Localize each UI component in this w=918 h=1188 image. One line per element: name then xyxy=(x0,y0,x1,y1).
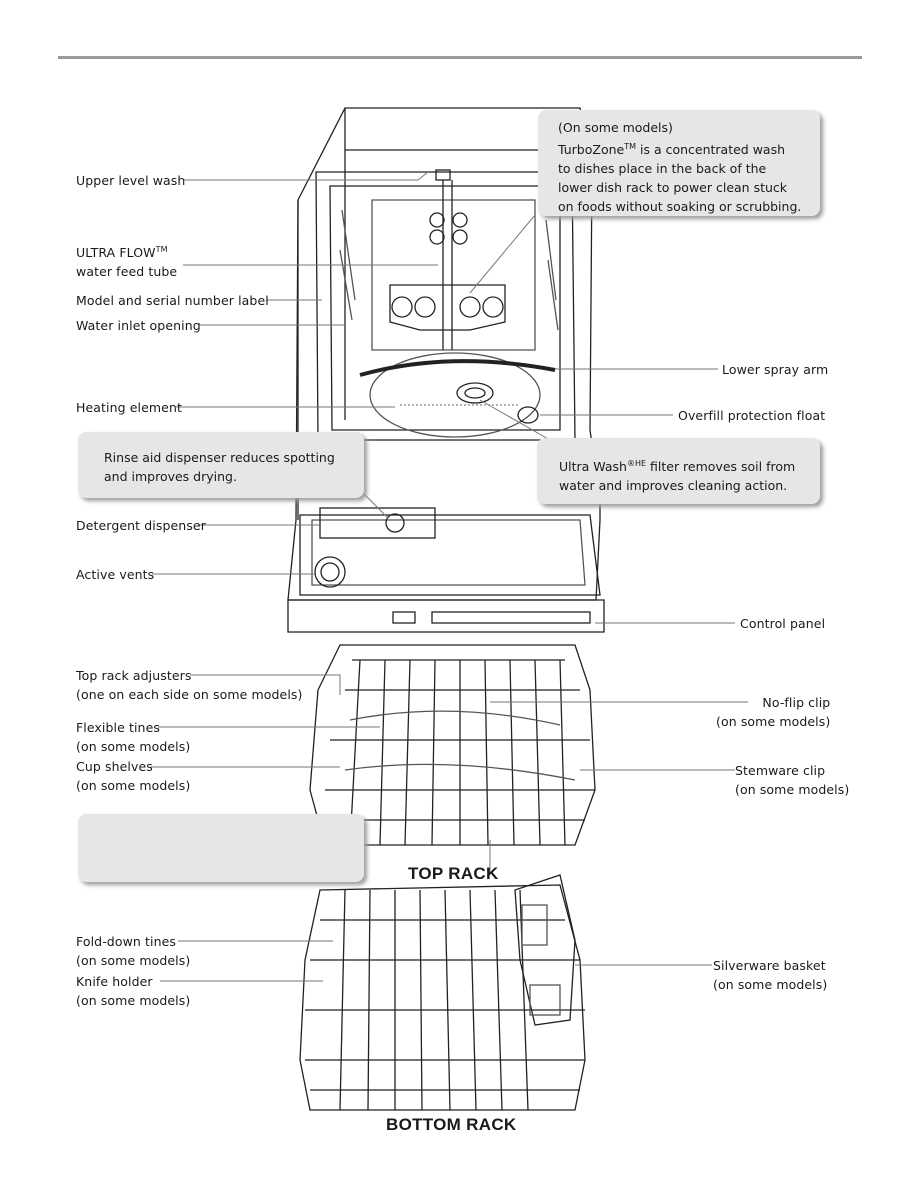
header-rule xyxy=(58,56,862,59)
ultra-wash-mark: ®HE xyxy=(626,459,647,468)
leader-lines xyxy=(150,171,748,982)
ultra-flow-tm: TM xyxy=(155,245,168,254)
stemware-clip-name: Stemware clip xyxy=(735,763,826,778)
top-rack-title: TOP RACK xyxy=(408,864,499,883)
top-rack-adjusters-label: Top rack adjusters (one on each side on … xyxy=(76,666,303,704)
flexible-tines-note: (on some models) xyxy=(76,739,191,754)
no-flip-clip-name: No-flip clip xyxy=(762,695,831,710)
model-serial-label: Model and serial number label xyxy=(76,293,269,308)
water-inlet-label: Water inlet opening xyxy=(76,318,201,333)
knife-holder-note: (on some models) xyxy=(76,993,191,1008)
ultra-wash-line2: water and improves cleaning action. xyxy=(559,478,788,494)
control-panel-label: Control panel xyxy=(740,616,826,631)
ultra-flow-label: ULTRA FLOWTM water feed tube xyxy=(76,240,177,281)
rinse-aid-callout: Rinse aid dispenser reduces spotting and… xyxy=(78,432,364,498)
ultra-flow-desc: water feed tube xyxy=(76,264,178,280)
ultra-wash-name: Ultra Wash xyxy=(559,459,627,475)
turbozone-tm: TM xyxy=(624,142,637,151)
turbozone-name: TurboZone xyxy=(558,142,625,158)
top-rack-adjusters-note: (one on each side on some models) xyxy=(76,687,303,702)
turbozone-callout: (On some models) TurboZoneTM is a concen… xyxy=(538,110,820,216)
rinse-aid-line2: and improves drying. xyxy=(104,469,237,484)
turbozone-line5: on foods without soaking or scrubbing. xyxy=(558,199,802,215)
detergent-dispenser-label: Detergent dispenser xyxy=(76,518,206,533)
turbozone-line4: lower dish rack to power clean stuck xyxy=(558,180,788,196)
turbozone-line1: (On some models) xyxy=(558,120,673,135)
fold-down-tines-note: (on some models) xyxy=(76,953,191,968)
no-flip-clip-note: (on some models) xyxy=(716,714,831,729)
no-flip-clip-label: No-flip clip (on some models) xyxy=(716,693,831,731)
stemware-clip-label: Stemware clip (on some models) xyxy=(735,761,849,799)
top-rack-art xyxy=(309,644,596,846)
ultra-flow-name: ULTRA FLOW xyxy=(76,245,156,261)
feed-tube xyxy=(389,169,506,350)
stemware-clip-note: (on some models) xyxy=(735,782,850,797)
cup-shelves-note: (on some models) xyxy=(76,778,191,793)
top-rack-adjusters-name: Top rack adjusters xyxy=(76,668,192,683)
overfill-float-label: Overfill protection float xyxy=(678,408,826,423)
ultra-wash-line1-rest: filter removes soil from xyxy=(646,459,796,475)
ultra-wash-line1: Ultra Wash®HE filter removes soil from xyxy=(559,454,820,476)
flexible-tines-label: Flexible tines (on some models) xyxy=(76,718,190,756)
rinse-aid-line1: Rinse aid dispenser reduces spotting xyxy=(104,450,335,465)
silverware-basket-name: Silverware basket xyxy=(713,958,826,973)
active-vents-label: Active vents xyxy=(76,567,155,582)
empty-callout xyxy=(78,814,364,882)
turbozone-line3: to dishes place in the back of the xyxy=(558,161,767,177)
lower-spray-arm-label: Lower spray arm xyxy=(722,362,829,377)
cup-shelves-label: Cup shelves (on some models) xyxy=(76,757,190,795)
flexible-tines-name: Flexible tines xyxy=(76,720,160,735)
silverware-basket-label: Silverware basket (on some models) xyxy=(713,956,827,994)
knife-holder-label: Knife holder (on some models) xyxy=(76,972,190,1010)
bottom-rack-art xyxy=(299,874,586,1111)
cup-shelves-name: Cup shelves xyxy=(76,759,153,774)
turbozone-line2: TurboZoneTM is a concentrated wash xyxy=(558,137,820,159)
silverware-basket-note: (on some models) xyxy=(713,977,828,992)
knife-holder-name: Knife holder xyxy=(76,974,153,989)
heating-element-label: Heating element xyxy=(76,400,182,415)
tub-outline xyxy=(287,107,605,633)
upper-level-wash-label: Upper level wash xyxy=(76,173,186,188)
lower-spray-area xyxy=(359,352,556,438)
fold-down-tines-name: Fold-down tines xyxy=(76,934,177,949)
fold-down-tines-label: Fold-down tines (on some models) xyxy=(76,932,190,970)
turbozone-line2-rest: is a concentrated wash xyxy=(636,142,786,158)
bottom-rack-title: BOTTOM RACK xyxy=(386,1115,517,1134)
ultra-wash-callout: Ultra Wash®HE filter removes soil from w… xyxy=(537,438,820,504)
